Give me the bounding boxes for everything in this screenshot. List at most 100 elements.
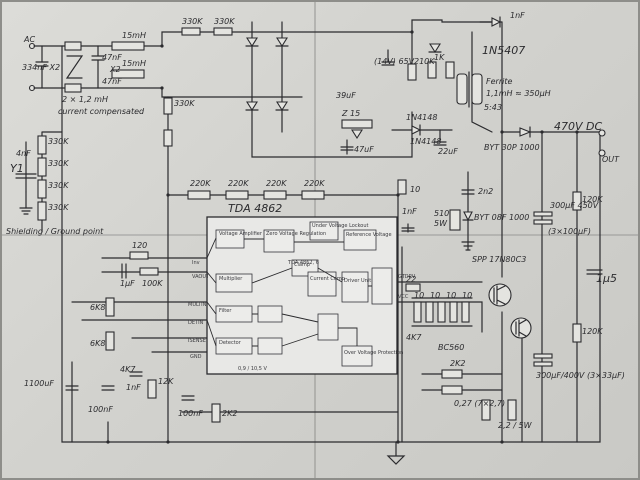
label-bc560: BC560 <box>438 343 464 352</box>
label-c-100nf-b: 100nF <box>178 409 203 418</box>
label-d-4148-a: 1N4148 <box>406 113 437 122</box>
label-c-47uf: 47uF <box>354 145 374 154</box>
label-r-row-1: 10 <box>430 291 440 300</box>
label-cap-14v: (14V) 65V <box>374 57 415 66</box>
label-y1: Y1 <box>10 162 24 175</box>
junctions <box>106 30 579 444</box>
label-c-300uf-b: 300µF/400V (3×33µF) <box>536 371 625 380</box>
output-caps <box>533 191 603 367</box>
label-r-22-5w: 2,2 / 5W <box>498 421 533 430</box>
snubber <box>397 179 475 251</box>
label-r-6k8b: 6K8 <box>90 339 105 348</box>
ic-inner-label: TDA 4862, 6 <box>287 260 319 266</box>
label-output-470v: 470V DC <box>554 120 602 133</box>
label-r-chain-3: 220K <box>304 179 325 188</box>
label-r-stack-3: 330K <box>48 203 69 212</box>
label-r-stack-0: 330K <box>48 137 69 146</box>
ic-block-ref-voltage: Reference Voltage <box>346 232 392 238</box>
top-resistors <box>163 27 233 147</box>
bridge-rectifier <box>245 21 289 112</box>
ic-block-zero-voltage: Zero Voltage Regulation <box>266 231 326 237</box>
pin-isense: ISENSE <box>188 338 206 344</box>
aux-supply <box>340 16 502 155</box>
label-r-22: 22 <box>406 275 416 284</box>
ic-block-clamp: Clamp <box>294 262 310 268</box>
label-r-100k: 100K <box>142 279 163 288</box>
label-inductor-note2: current compensated <box>58 107 145 116</box>
label-mosfet: SPP 17N80C3 <box>472 255 526 264</box>
mosfet-bc560 <box>510 317 532 339</box>
inductor-15mh-1 <box>111 41 145 51</box>
label-bytf: BYT 08F 1000 <box>474 213 529 222</box>
inductor-15mh-2 <box>111 69 145 79</box>
label-r-120k: 120K <box>582 195 603 204</box>
label-r-120: 120 <box>132 241 147 250</box>
label-inductor-note: 2 × 1,2 mH <box>62 95 108 104</box>
label-cx3: 47nF <box>102 77 122 86</box>
label-ferrite: Ferrite <box>486 77 512 86</box>
label-r-6k8: 6K8 <box>90 303 105 312</box>
label-c-39uf: 39uF <box>336 91 356 100</box>
label-r-2k2: 2K2 <box>222 409 237 418</box>
label-diode-byt30: BYT 30P 1000 <box>484 143 540 152</box>
ic-block-uvlo: Under Voltage Lockout <box>312 223 369 229</box>
output-terminal-plus <box>598 129 606 137</box>
ic-block-detector: Detector <box>219 340 242 346</box>
label-inductance: 1,1mH ≈ 350µH <box>486 89 551 98</box>
label-diode-1n5407: 1N5407 <box>482 44 525 57</box>
label-r-210k: 210K <box>414 57 435 66</box>
label-diode-cap: 1nF <box>510 11 525 20</box>
label-r-510: 510 <box>434 209 449 218</box>
label-l1: 15mH <box>122 31 146 40</box>
label-c-300uf-a2: (3×100µF) <box>548 227 591 236</box>
label-ac: AC <box>23 35 35 44</box>
pin-gtdrv: GTDRV <box>398 274 416 280</box>
ground-symbol <box>386 441 406 465</box>
label-r-47k: 4K7 <box>406 333 422 342</box>
label-cx1: 47nF <box>102 53 122 62</box>
pin-detin: DETIN <box>188 320 204 326</box>
label-r-4k7: 4K7 <box>120 365 136 374</box>
pin-multin: MULTIN <box>188 302 207 308</box>
label-z15: Z 15 <box>341 109 360 118</box>
transformer-primary <box>456 73 468 105</box>
label-r-row-3: 10 <box>462 291 472 300</box>
label-r-shunt: 0,27 (7×2,7) <box>454 399 505 408</box>
label-r-chain-1: 220K <box>228 179 249 188</box>
label-r-120k-b: 120K <box>582 327 603 336</box>
ic-bottom-label: 0,9 / 10,5 V <box>238 366 268 372</box>
label-r-top-a: 330K <box>182 17 203 26</box>
label-cap-x2: 334nF X2 <box>22 63 60 72</box>
pin-vaout: VAOUT <box>192 274 210 280</box>
output-terminal-minus <box>598 149 606 157</box>
transformer-secondary <box>471 73 483 105</box>
label-c-1nf-b: 1nF <box>126 383 141 392</box>
label-r-row-0: 10 <box>414 291 424 300</box>
ic-tda4862 <box>206 216 398 375</box>
label-r-chain-2: 220K <box>266 179 287 188</box>
label-shield: Shielding / Ground point <box>6 227 104 236</box>
mosfet-main <box>488 283 512 307</box>
ic-block-current-comp: Current Comp <box>310 276 345 282</box>
pin-gnd: GND <box>190 354 202 360</box>
label-r-stack-1: 330K <box>48 159 69 168</box>
label-iq: 1100uF <box>24 379 54 388</box>
label-out: OUT <box>602 155 620 164</box>
choke-winding-1 <box>64 41 82 51</box>
label-r-5w: 5W <box>434 219 448 228</box>
label-c-1u5: 1µ5 <box>596 272 617 285</box>
ic-block-ovp: Over Voltage Protection <box>344 350 403 356</box>
label-r-row-2: 10 <box>446 291 456 300</box>
mosfets <box>488 283 532 339</box>
r-chain-220k <box>187 190 325 200</box>
pin-vcc: VCC <box>398 294 409 300</box>
label-c-22uf: 22uF <box>438 147 458 156</box>
label-r-chain-0: 220K <box>190 179 211 188</box>
label-r-1k: 1K <box>434 53 445 62</box>
output-diode <box>519 126 606 157</box>
label-r-12k: 12K <box>158 377 174 386</box>
input-filter <box>28 41 145 93</box>
label-ratio: 5:43 <box>484 103 502 112</box>
